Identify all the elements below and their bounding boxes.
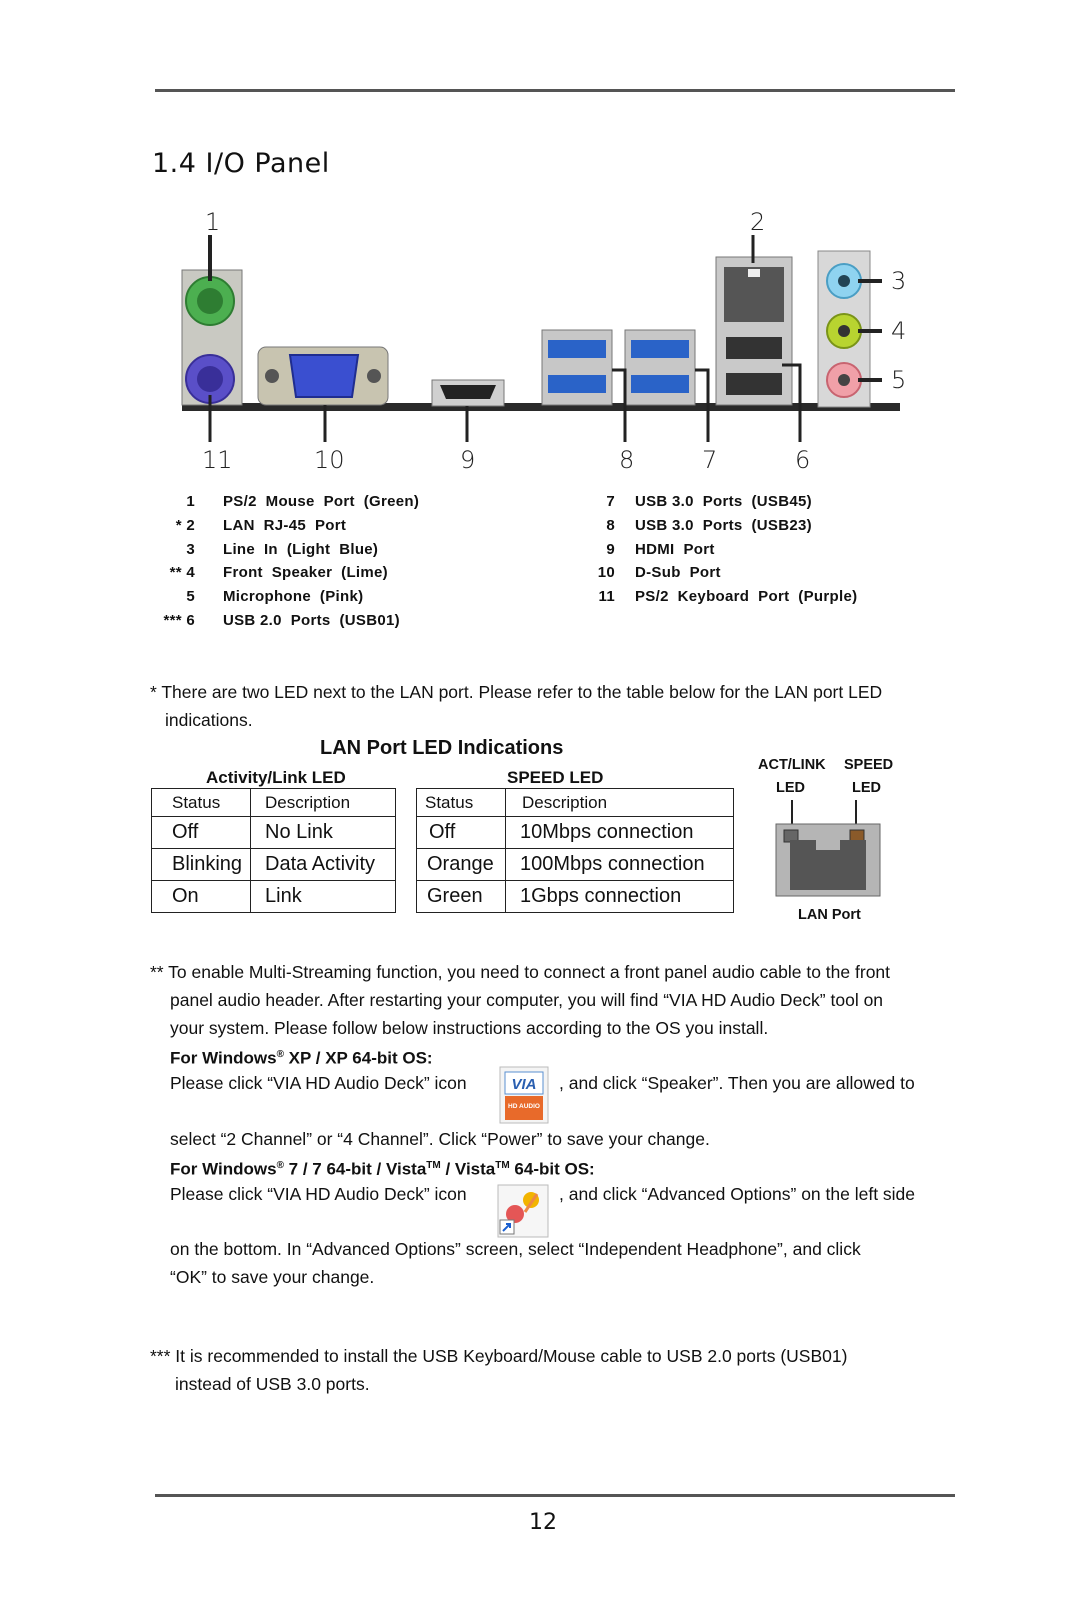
actlink-led-label: LED — [776, 780, 805, 796]
table-row: Green 1Gbps connection — [416, 880, 734, 913]
xp-instruction: Please click “VIA HD Audio Deck” icon — [170, 1073, 467, 1093]
status-cell: Orange — [416, 848, 506, 881]
speed-led-label: LED — [852, 780, 881, 796]
callout-8: 8 — [619, 446, 635, 474]
description-cell: 1Gbps connection — [505, 880, 734, 913]
callout-3: 3 — [891, 267, 907, 295]
col-description-header: Description — [250, 788, 396, 817]
win7-instruction: Please click “VIA HD Audio Deck” icon — [170, 1184, 467, 1204]
activity-led-table: Status Description Off No Link Blinking … — [151, 788, 396, 913]
section-title: 1.4 I/O Panel — [152, 148, 330, 179]
footer-rule — [155, 1494, 955, 1497]
table-header-row: Status Description — [416, 788, 734, 817]
description-cell: Data Activity — [250, 848, 396, 881]
speed-led-table: Status Description Off 10Mbps connection… — [416, 788, 734, 913]
xp-instruction-line2: select “2 Channel” or “4 Channel”. Click… — [170, 1129, 710, 1149]
win7-heading: For Windows® 7 / 7 64-bit / VistaTM / Vi… — [170, 1159, 595, 1179]
usb2-port — [726, 373, 782, 395]
description-cell: 10Mbps connection — [505, 816, 734, 849]
col-status-header: Status — [151, 788, 251, 817]
callout-5: 5 — [891, 366, 907, 394]
activity-table-caption: Activity/Link LED — [206, 768, 346, 787]
xp-instruction-cont: , and click “Speaker”. Then you are allo… — [559, 1073, 915, 1093]
speed-label: SPEED — [844, 757, 894, 773]
audio-note-line: your system. Please follow below instruc… — [170, 1018, 769, 1038]
win7-instruction-cont: , and click “Advanced Options” on the le… — [559, 1184, 916, 1204]
callout-1: 1 — [205, 208, 221, 236]
usb3-port — [631, 375, 689, 393]
description-cell: Link — [250, 880, 396, 913]
win7-instruction-line3: “OK” to save your change. — [170, 1267, 375, 1287]
lan-note-line: * There are two LED next to the LAN port… — [150, 682, 883, 702]
hdmi-port — [440, 385, 496, 399]
callout-6: 6 — [795, 446, 811, 474]
audio-note-line: ** To enable Multi-Streaming function, y… — [150, 962, 891, 982]
table-row: On Link — [151, 880, 396, 913]
status-cell: Off — [416, 816, 506, 849]
lan-note-line: indications. — [165, 710, 253, 730]
io-panel-illustration — [181, 235, 900, 442]
callout-2: 2 — [750, 208, 766, 236]
audio-note-line: panel audio header. After restarting you… — [170, 990, 884, 1010]
page-number: 12 — [529, 1510, 557, 1535]
col-status-header: Status — [416, 788, 506, 817]
win7-instruction-line2: on the bottom. In “Advanced Options” scr… — [170, 1239, 861, 1259]
callout-11: 11 — [202, 446, 233, 474]
description-cell: 100Mbps connection — [505, 848, 734, 881]
table-row: Blinking Data Activity — [151, 848, 396, 881]
svg-text:VIA: VIA — [511, 1076, 536, 1093]
status-cell: Off — [151, 816, 251, 849]
usb2-port — [726, 337, 782, 359]
usb-note-line: instead of USB 3.0 ports. — [175, 1374, 370, 1394]
table-row: Orange 100Mbps connection — [416, 848, 734, 881]
via-hd-audio-deck-icon[interactable]: VIA HD AUDIO — [499, 1066, 549, 1124]
lan-led-heading: LAN Port LED Indications — [320, 737, 564, 759]
table-row: Off 10Mbps connection — [416, 816, 734, 849]
col-description-header: Description — [505, 788, 734, 817]
callout-9: 9 — [460, 446, 476, 474]
usb-note-line: *** It is recommended to install the USB… — [150, 1346, 848, 1366]
status-cell: On — [151, 880, 251, 913]
lan-port-label: LAN Port — [798, 907, 861, 923]
lan-port-diagram — [775, 800, 881, 897]
actlink-label: ACT/LINK — [758, 757, 826, 773]
panel-base — [182, 403, 900, 411]
callout-10: 10 — [314, 446, 345, 474]
audio-deck-shortcut-icon[interactable] — [497, 1184, 549, 1238]
table-header-row: Status Description — [151, 788, 396, 817]
status-cell: Blinking — [151, 848, 251, 881]
table-row: Off No Link — [151, 816, 396, 849]
callout-4: 4 — [891, 317, 907, 345]
usb3-port — [631, 340, 689, 358]
usb3-port — [548, 340, 606, 358]
header-rule — [155, 89, 955, 92]
speed-table-caption: SPEED LED — [507, 768, 604, 787]
xp-heading: For Windows® XP / XP 64-bit OS: — [170, 1048, 433, 1068]
description-cell: No Link — [250, 816, 396, 849]
callout-7: 7 — [702, 446, 718, 474]
svg-text:HD AUDIO: HD AUDIO — [508, 1103, 540, 1110]
vga-port — [288, 354, 360, 398]
usb3-port — [548, 375, 606, 393]
status-cell: Green — [416, 880, 506, 913]
